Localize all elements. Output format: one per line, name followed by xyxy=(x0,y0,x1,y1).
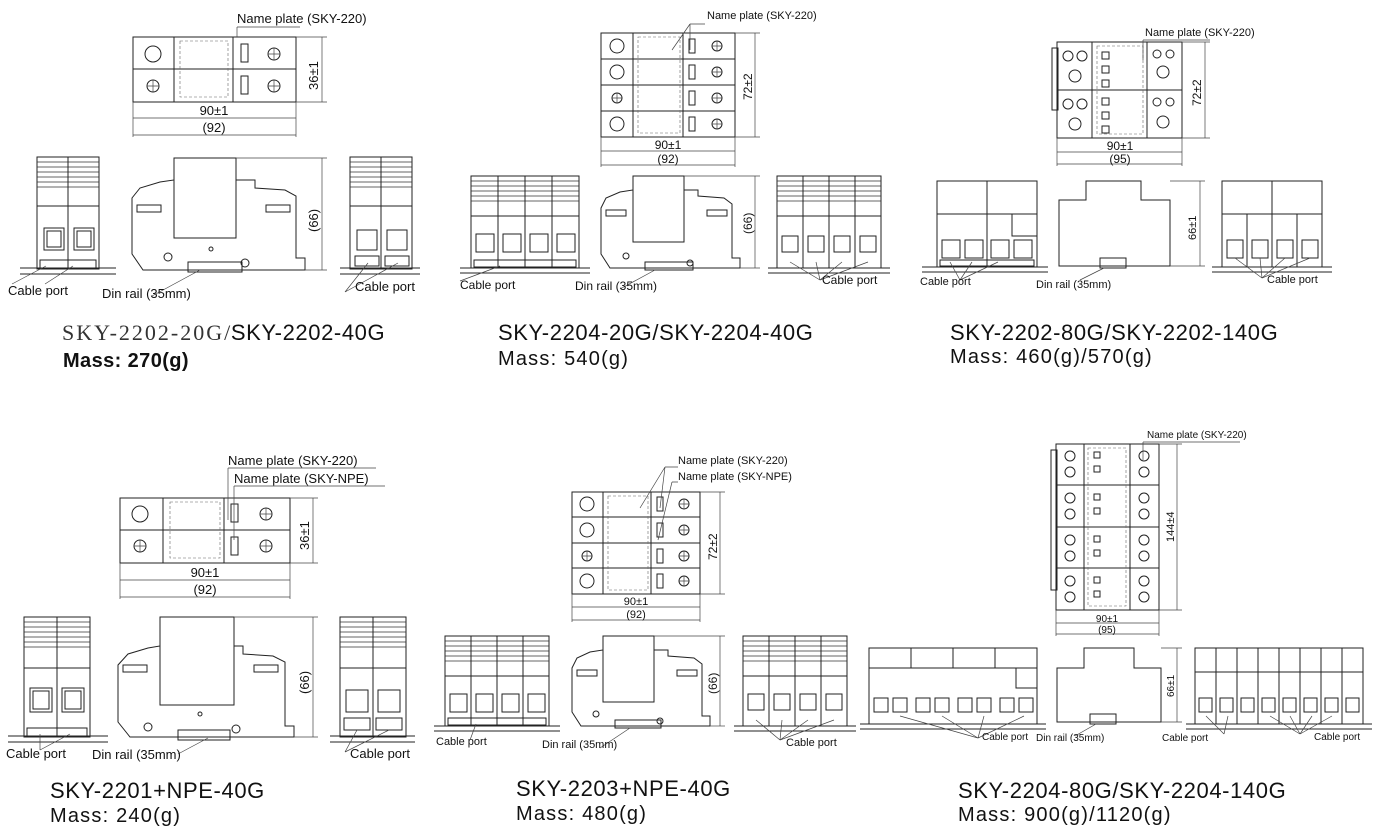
panel-sky-2204-140g-drawing xyxy=(860,441,1372,739)
model-title: SKY-2204-20G/SKY-2204-40G xyxy=(498,320,814,345)
mass-label: Mass: 460(g)/570(g) xyxy=(950,346,1153,368)
cable-port-right-label: Cable port xyxy=(786,737,837,749)
name-plate-label: Name plate (SKY-220) xyxy=(678,455,788,467)
right-end-view xyxy=(734,635,856,741)
top-view xyxy=(600,23,760,167)
cable-port-left-label: Cable port xyxy=(6,746,66,761)
top-view xyxy=(119,467,385,599)
left-end-view xyxy=(434,635,560,741)
top-width-ref-dimension: (95) xyxy=(1098,625,1116,636)
top-width-ref-dimension: (92) xyxy=(193,582,216,597)
name-plate-npe-label: Name plate (SKY-NPE) xyxy=(234,471,369,486)
top-view xyxy=(571,466,725,622)
model-title-separator: / xyxy=(224,320,231,345)
din-rail-label: Din rail (35mm) xyxy=(1036,279,1111,291)
model-title-a: SKY-2202-20G xyxy=(62,320,225,345)
top-width-dimension: 90±1 xyxy=(1107,139,1134,153)
right-end-view xyxy=(330,616,415,753)
top-width-dimension: 90±1 xyxy=(655,138,682,152)
model-title: SKY-2204-80G/SKY-2204-140G xyxy=(958,778,1287,803)
model-title: SKY-2201+NPE-40G xyxy=(50,778,265,803)
mass-label: Mass: 240(g) xyxy=(50,805,182,827)
right-end-view xyxy=(768,175,890,281)
name-plate-label: Name plate (SKY-220) xyxy=(228,453,358,468)
top-width-dimension: 90±1 xyxy=(624,596,648,608)
top-height-dimension: 36±1 xyxy=(297,521,312,550)
top-height-dimension: 72±2 xyxy=(706,533,720,560)
cable-port-left-label: Cable port xyxy=(982,732,1028,743)
side-height-dimension: 66±1 xyxy=(1166,674,1177,697)
cable-port-left-label: Cable port xyxy=(920,276,971,288)
side-height-dimension: 66±1 xyxy=(1187,216,1199,240)
side-height-dimension: (66) xyxy=(741,213,755,234)
side-height-dimension: (66) xyxy=(706,673,720,694)
left-end-view xyxy=(11,156,116,285)
model-title: SKY-2203+NPE-40G xyxy=(516,776,731,801)
left-end-view xyxy=(922,180,1048,281)
left-end-view xyxy=(8,616,108,751)
top-width-ref-dimension: (92) xyxy=(626,609,646,621)
mass-label: Mass: 270(g) xyxy=(63,350,189,372)
panel-sky-2201-npe-drawing xyxy=(8,467,415,755)
model-title: SKY-2202-80G/SKY-2202-140G xyxy=(950,320,1279,345)
model-title: SKY-2202-20G/SKY-2202-40G xyxy=(62,320,385,346)
mass-label: Mass: 480(g) xyxy=(516,803,648,825)
top-width-ref-dimension: (95) xyxy=(1109,152,1130,166)
right-end-view xyxy=(1212,180,1332,279)
top-height-dimension: 72±2 xyxy=(1190,79,1204,106)
din-rail-label: Din rail (35mm) xyxy=(542,739,617,751)
name-plate-npe-label: Name plate (SKY-NPE) xyxy=(678,471,792,483)
din-rail-label: Din rail (35mm) xyxy=(92,747,181,762)
name-plate-label: Name plate (SKY-220) xyxy=(1145,27,1255,39)
top-width-dimension: 90±1 xyxy=(200,103,229,118)
cable-port-left-label: Cable port xyxy=(436,736,487,748)
panel-sky-2202-40g-drawing xyxy=(11,26,420,297)
din-rail-label: Din rail (35mm) xyxy=(1036,733,1104,744)
side-view xyxy=(117,616,318,755)
top-width-ref-dimension: (92) xyxy=(657,152,678,166)
panel-sky-2204-40g-drawing xyxy=(459,23,890,290)
left-end-view xyxy=(860,647,1046,739)
cable-port-right-label: Cable port xyxy=(350,746,410,761)
din-rail-label: Din rail (35mm) xyxy=(102,286,191,301)
side-height-dimension: (66) xyxy=(297,671,312,694)
model-title-b: SKY-2202-40G xyxy=(230,320,386,345)
side-view xyxy=(600,175,760,290)
side-view xyxy=(571,635,725,749)
cable-port-center-label: Cable port xyxy=(1162,733,1208,744)
right-end-view xyxy=(340,156,420,293)
name-plate-label: Name plate (SKY-220) xyxy=(707,10,817,22)
top-view xyxy=(132,26,327,137)
top-width-dimension: 90±1 xyxy=(1096,614,1119,625)
top-height-dimension: 72±2 xyxy=(741,73,755,100)
top-view xyxy=(1050,441,1240,636)
mass-label: Mass: 900(g)/1120(g) xyxy=(958,804,1172,826)
din-rail-label: Din rail (35mm) xyxy=(575,279,657,293)
side-view xyxy=(1056,647,1182,737)
side-view xyxy=(1058,180,1205,281)
top-height-dimension: 144±4 xyxy=(1165,511,1177,542)
side-view xyxy=(131,157,327,297)
side-height-dimension: (66) xyxy=(306,209,321,232)
top-view xyxy=(1051,39,1210,166)
mass-label: Mass: 540(g) xyxy=(498,348,630,370)
name-plate-label: Name plate (SKY-220) xyxy=(1147,430,1247,441)
top-height-dimension: 36±1 xyxy=(306,61,321,90)
cable-port-left-label: Cable port xyxy=(460,278,516,292)
panel-sky-2202-140g-drawing xyxy=(922,39,1332,281)
cable-port-right-label: Cable port xyxy=(822,273,878,287)
name-plate-label: Name plate (SKY-220) xyxy=(237,11,367,26)
cable-port-right-label: Cable port xyxy=(1314,732,1360,743)
left-end-view xyxy=(459,175,590,282)
cable-port-left-label: Cable port xyxy=(8,283,68,298)
top-width-dimension: 90±1 xyxy=(191,565,220,580)
cable-port-right-label: Cable port xyxy=(355,279,415,294)
right-end-view xyxy=(1186,647,1372,735)
panel-sky-2203-npe-drawing xyxy=(434,466,856,749)
cable-port-right-label: Cable port xyxy=(1267,274,1318,286)
top-width-ref-dimension: (92) xyxy=(202,120,225,135)
